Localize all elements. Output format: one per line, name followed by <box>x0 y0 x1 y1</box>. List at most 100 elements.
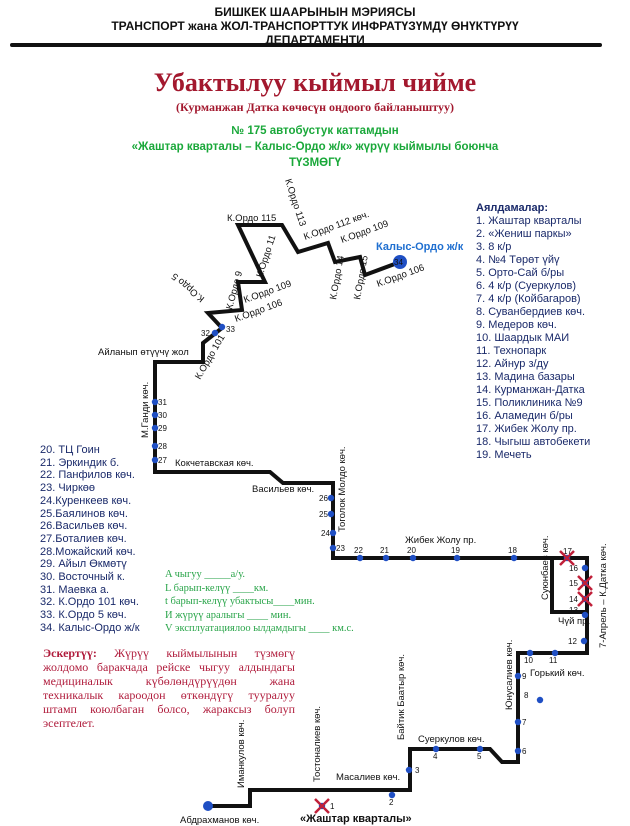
route-line-2: «Жаштар кварталы – Калыс-Ордо ж/к» жүрүү… <box>131 141 499 153</box>
stop-list-item: 29. Айыл Өкмөтү <box>40 558 127 571</box>
street-label: Жибек Жолу пр. <box>405 535 476 546</box>
stop-list-item: 20. ТЦ Гоин <box>40 444 100 456</box>
stop-number: 15 <box>569 579 578 588</box>
stop-number: 30 <box>158 411 167 420</box>
bus-stop <box>551 649 559 657</box>
stop-number: 5 <box>477 752 482 761</box>
note: Эскертүү: Жүрүү кыймылынын түзмөгү жолдо… <box>43 646 295 730</box>
closed-stop-x-icon <box>577 575 593 591</box>
bus-stop <box>581 564 589 572</box>
stop-number: 25 <box>319 510 328 519</box>
stop-list-item: 25.Баялинов көч. <box>40 507 128 520</box>
route-parameter: И жүрүү аралыгы ____ мин. <box>165 609 292 621</box>
street-label: Юнусалиев көч. <box>504 640 515 710</box>
stop-number: 2 <box>389 798 394 807</box>
bus-stop <box>327 494 335 502</box>
stop-list-item: 8. Суванбердиев көч. <box>476 306 586 318</box>
bus-stop <box>151 442 159 450</box>
bus-stop <box>329 544 337 552</box>
stop-list-item: 28.Можайский көч. <box>40 545 136 558</box>
stop-list-item: 18. Чыгыш автобекети <box>476 436 591 448</box>
stop-number: 13 <box>569 606 578 615</box>
stop-number: 23 <box>336 544 345 553</box>
street-label: Байтик Баатыр көч. <box>396 654 407 740</box>
stop-number: 7 <box>522 718 527 727</box>
stop-list-item: 15. Поликлиника №9 <box>476 397 583 409</box>
route-parameter: V эксплуатациялоо ылдамдыгы ____ км.с. <box>165 623 354 634</box>
street-label: К.Ордо 15 <box>352 255 371 301</box>
stop-number: 19 <box>451 546 460 555</box>
stop-list-item: 26.Васильев көч. <box>40 520 128 533</box>
bus-stop <box>151 424 159 432</box>
route-start-dot <box>203 801 213 811</box>
stop-list-item: 11. Технопарк <box>476 345 547 357</box>
closed-stop-x-icon <box>559 550 575 566</box>
bus-stop <box>476 745 484 753</box>
stop-number: 6 <box>522 747 527 756</box>
bus-stop <box>510 554 518 562</box>
stop-list-item: 34. Калыс-Ордо ж/к <box>40 621 140 634</box>
stop-number: 1 <box>330 802 335 811</box>
stop-number: 24 <box>321 529 330 538</box>
stop-list-item: 32. К.Ордо 101 көч. <box>40 596 139 609</box>
stop-number: 31 <box>158 398 167 407</box>
street-label: Тостоналиев көч. <box>312 706 323 782</box>
bus-stop <box>581 611 589 619</box>
stop-list-item: 24.Куренкеев көч. <box>40 494 132 507</box>
start-label: «Жаштар кварталы» <box>300 813 412 825</box>
bus-stop <box>151 456 159 464</box>
street-label: Васильев көч. <box>252 484 314 495</box>
stop-list-item: 14. Курманжан-Датка <box>476 384 585 396</box>
stop-number: 9 <box>522 672 527 681</box>
stop-number: 10 <box>524 656 533 665</box>
stop-number: 16 <box>569 564 578 573</box>
bus-stop <box>432 745 440 753</box>
stop-list-item: 5. Орто-Сай б/ры <box>476 267 565 279</box>
street-label: М.Ганди көч. <box>140 382 151 438</box>
stop-number: 33 <box>226 325 235 334</box>
bus-stop <box>151 398 159 406</box>
stop-number: 20 <box>407 546 416 555</box>
stop-number: 12 <box>568 637 577 646</box>
stop-list-item: 3. 8 к/р <box>476 241 512 253</box>
bus-stop <box>514 747 522 755</box>
stop-list-item: 21. Эркиндик б. <box>40 456 120 469</box>
stop-number: 29 <box>158 424 167 433</box>
bus-stop <box>356 554 364 562</box>
route-parameter: t барып-келүү убактысы____мин. <box>165 596 315 607</box>
closed-stop-x-icon <box>577 591 593 607</box>
stop-list-item: 7. 4 к/р (Койбагаров) <box>476 293 581 305</box>
stop-number: 3 <box>415 766 420 775</box>
stop-number: 21 <box>380 546 389 555</box>
bus-stop <box>580 637 588 645</box>
street-label: К.Ордо 115 <box>227 213 276 224</box>
note-label: Эскертүү: <box>43 646 97 660</box>
stop-list-item: 31. Маевка а. <box>40 583 110 596</box>
street-label: Абдрахманов көч. <box>180 815 259 826</box>
stop-list-item: 9. Медеров көч. <box>476 319 557 331</box>
bus-stop <box>393 255 407 269</box>
stop-number: 18 <box>508 546 517 555</box>
bus-stop <box>405 766 413 774</box>
stop-list-item: 6. 4 к/р (Суеркулов) <box>476 280 577 292</box>
header-divider <box>10 43 602 47</box>
street-label: Иманкулов көч. <box>236 720 247 788</box>
page-title: Убактылуу кыймыл чийме <box>153 68 477 97</box>
stop-number: 14 <box>569 595 578 604</box>
street-label: Тоголок Молдо көч. <box>337 446 348 532</box>
stop-list-item: 1. Жаштар кварталы <box>476 215 582 227</box>
route-parameter: L барып-келүү ____км. <box>165 582 269 594</box>
street-label: Суеркулов көч. <box>418 734 485 745</box>
route-line-3: ТҮЗМӨГҮ <box>288 157 342 169</box>
bus-stop <box>526 649 534 657</box>
street-label: Масалиев көч. <box>336 772 400 783</box>
route-line-1: № 175 автобустук каттамдын <box>231 125 399 137</box>
stop-list-item: 17. Жибек Жолу пр. <box>476 423 577 435</box>
stops-heading: Аялдамалар: <box>476 202 549 214</box>
bus-stop <box>382 554 390 562</box>
stop-number: 22 <box>354 546 363 555</box>
street-label: Чүй пр. <box>558 616 590 627</box>
closed-stop-x-icon <box>314 798 330 814</box>
stop-list-item: 4. №4 Төрөт үйү <box>476 254 560 266</box>
